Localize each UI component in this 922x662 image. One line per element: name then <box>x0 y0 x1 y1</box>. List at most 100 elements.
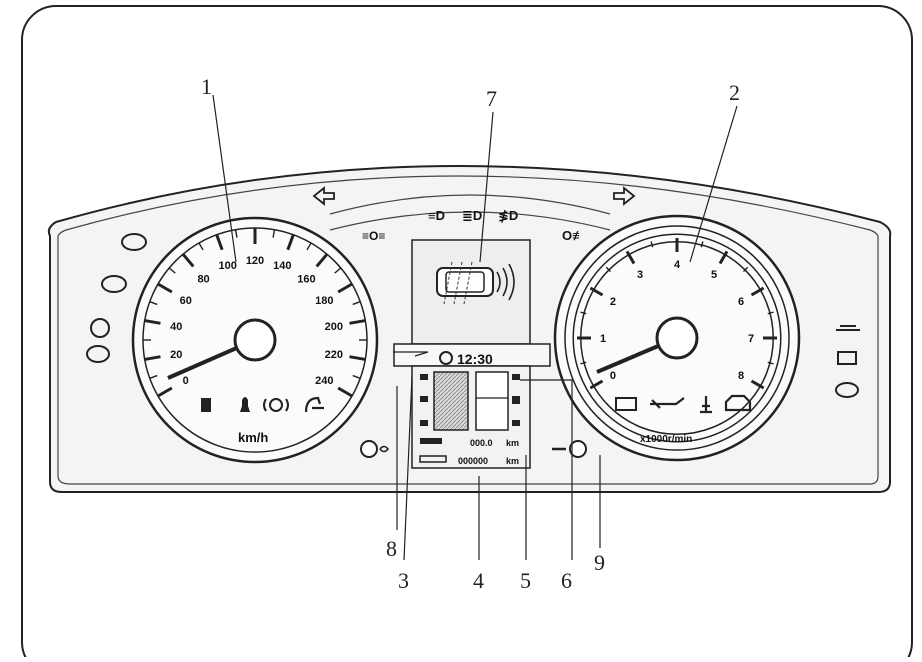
fuel-gauge-bar <box>433 371 469 431</box>
dial-tick <box>272 229 276 238</box>
dial-tick <box>234 229 238 238</box>
dial-tick-label: 3 <box>637 269 643 281</box>
dial-tick <box>700 241 704 248</box>
dial-tick <box>349 355 366 361</box>
dial-tick-label: 240 <box>315 375 333 387</box>
dial-tick-label: 200 <box>325 321 343 333</box>
abs-warning-icon <box>86 345 110 363</box>
dial-tick <box>157 282 173 294</box>
seatbelt-bell-icon <box>240 397 250 412</box>
front-fog-icon: ≸D <box>498 208 518 223</box>
esp-warning-icon <box>101 275 127 293</box>
callout-1: 1 <box>201 74 212 99</box>
dial-tick-label: 140 <box>273 260 291 272</box>
dial-tick-label: 60 <box>180 295 192 307</box>
dial-tick-label: 4 <box>674 259 681 271</box>
dial-tick <box>315 253 329 268</box>
oil-pressure-icon <box>650 397 685 409</box>
right-turn-signal-icon <box>613 186 636 206</box>
callout-5: 5 <box>520 568 531 593</box>
tachometer-hub <box>655 316 699 360</box>
door-open-icon <box>836 325 860 331</box>
outer-frame <box>21 5 913 662</box>
dial-tick <box>352 374 361 379</box>
parking-brake-icon <box>90 318 110 338</box>
dial-tick <box>144 319 161 325</box>
dial-tick <box>767 361 774 365</box>
dial-tick-label: 20 <box>170 349 182 361</box>
odometer-value: 000000 <box>458 456 488 466</box>
epc-warning-icon <box>121 233 147 251</box>
trip-reset-button-left <box>360 440 378 458</box>
tpms-warning-icon <box>835 382 859 398</box>
cruise-icon <box>304 396 324 413</box>
odo-label-icon <box>419 455 447 463</box>
dial-tick <box>580 361 587 365</box>
callout-7: 7 <box>486 86 497 111</box>
dial-tick-label: 2 <box>610 296 616 308</box>
callout-numbers: 1 2 7 8 3 4 5 6 9 <box>201 74 740 593</box>
dial-tick <box>337 386 353 398</box>
high-beam-icon: ≣D <box>462 208 482 223</box>
callout-9: 9 <box>594 550 605 575</box>
sensor-waves-icon <box>496 263 515 301</box>
dial-tick <box>334 267 342 274</box>
callout-8: 8 <box>386 536 397 561</box>
dial-tick <box>589 286 604 297</box>
clock-value: 12:30 <box>457 351 493 367</box>
dial-tick <box>198 242 204 251</box>
dial-tick-label: 220 <box>325 349 343 361</box>
fuel-icon <box>201 398 211 412</box>
callout-leaders <box>212 94 738 561</box>
dial-tick <box>168 267 176 274</box>
brake-icon <box>269 398 283 412</box>
adjust-button-right <box>569 440 587 458</box>
dial-tick-label: 120 <box>246 255 264 267</box>
dial-tick <box>337 282 353 294</box>
trip-value: 000.0 <box>470 438 493 448</box>
dial-tick <box>215 234 224 251</box>
dial-tick-label: 0 <box>183 375 189 387</box>
dial-tick-label: 160 <box>297 274 315 286</box>
rear-fog-icon: O≢ <box>562 228 585 243</box>
dial-tick <box>742 266 749 273</box>
callout-6: 6 <box>561 568 572 593</box>
callout-3: 3 <box>398 568 409 593</box>
dial-tick <box>144 355 161 361</box>
top-indicators: ≡O≡ ≡D ≣D ≸D O≢ <box>312 186 636 243</box>
right-warning-icons <box>552 325 860 458</box>
dial-tick-label: 100 <box>218 260 236 272</box>
position-light-icon: ≡O≡ <box>362 229 385 243</box>
dial-tick <box>750 286 765 297</box>
coolant-temp-icon <box>700 396 712 414</box>
dial-tick <box>625 250 636 265</box>
trip-unit: km <box>506 438 519 448</box>
odometer-unit: km <box>506 456 519 466</box>
speedometer-hub <box>233 318 277 362</box>
car-icon <box>436 267 494 297</box>
speedometer-tick-marks <box>143 228 367 398</box>
dial-tick <box>650 241 654 248</box>
dial-tick-label: 6 <box>738 296 744 308</box>
dial-tick <box>718 250 729 265</box>
dial-tick <box>605 266 612 273</box>
trip-label-icon <box>420 438 442 444</box>
dial-tick <box>286 234 295 251</box>
dial-tick <box>306 242 312 251</box>
engine-check-icon <box>724 394 752 412</box>
dial-tick-label: 40 <box>170 321 182 333</box>
left-turn-signal-icon <box>312 186 335 206</box>
callout-2: 2 <box>729 80 740 105</box>
dial-tick <box>157 386 173 398</box>
clock-icon <box>439 351 453 365</box>
speedometer-unit: km/h <box>238 430 268 445</box>
tachometer-tick-marks <box>577 238 777 390</box>
dial-tick-label: 180 <box>315 295 333 307</box>
dial-tick <box>750 379 765 390</box>
dial-tick <box>349 319 366 325</box>
